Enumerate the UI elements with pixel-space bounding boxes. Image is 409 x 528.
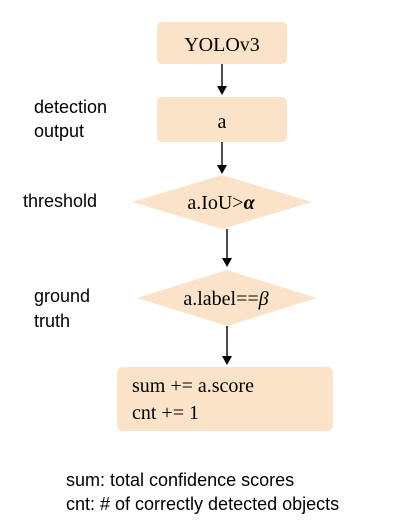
accumulate-cnt-line: cnt += 1 [132,402,199,424]
beta-symbol: β [258,288,269,310]
threshold-condition-prefix: a.IoU> [187,192,243,214]
accumulate-sum-line: sum += a.score [132,375,254,397]
threshold-condition: a.IoU>α [187,192,255,214]
legend-cnt: cnt: # of correctly detected objects [66,494,339,514]
alpha-symbol: α [244,192,256,214]
detection-node: a [157,97,287,142]
ground-truth-label-line2: truth [34,311,70,331]
arrow-detection-to-threshold [217,142,227,174]
accumulate-node: sum += a.score cnt += 1 [117,367,333,431]
arrow-model-to-detection [217,64,227,95]
yolov3-node: YOLOv3 [157,22,287,64]
threshold-decision-node: a.IoU>α [132,175,312,229]
ground-truth-label-line1: ground [34,286,90,306]
yolov3-label: YOLOv3 [184,34,260,56]
threshold-label: threshold [23,191,97,211]
detection-output-label-line2: output [34,121,84,141]
ground-truth-condition: a.label==β [183,288,268,310]
legend-sum: sum: total confidence scores [66,470,294,490]
ground-truth-condition-prefix: a.label== [183,288,258,310]
detection-output-label-line1: detection [34,97,107,117]
arrow-threshold-to-ground-truth [222,229,232,267]
detection-node-label: a [218,111,227,133]
arrow-ground-truth-to-accumulate [222,326,232,365]
ground-truth-decision-node: a.label==β [137,270,317,326]
